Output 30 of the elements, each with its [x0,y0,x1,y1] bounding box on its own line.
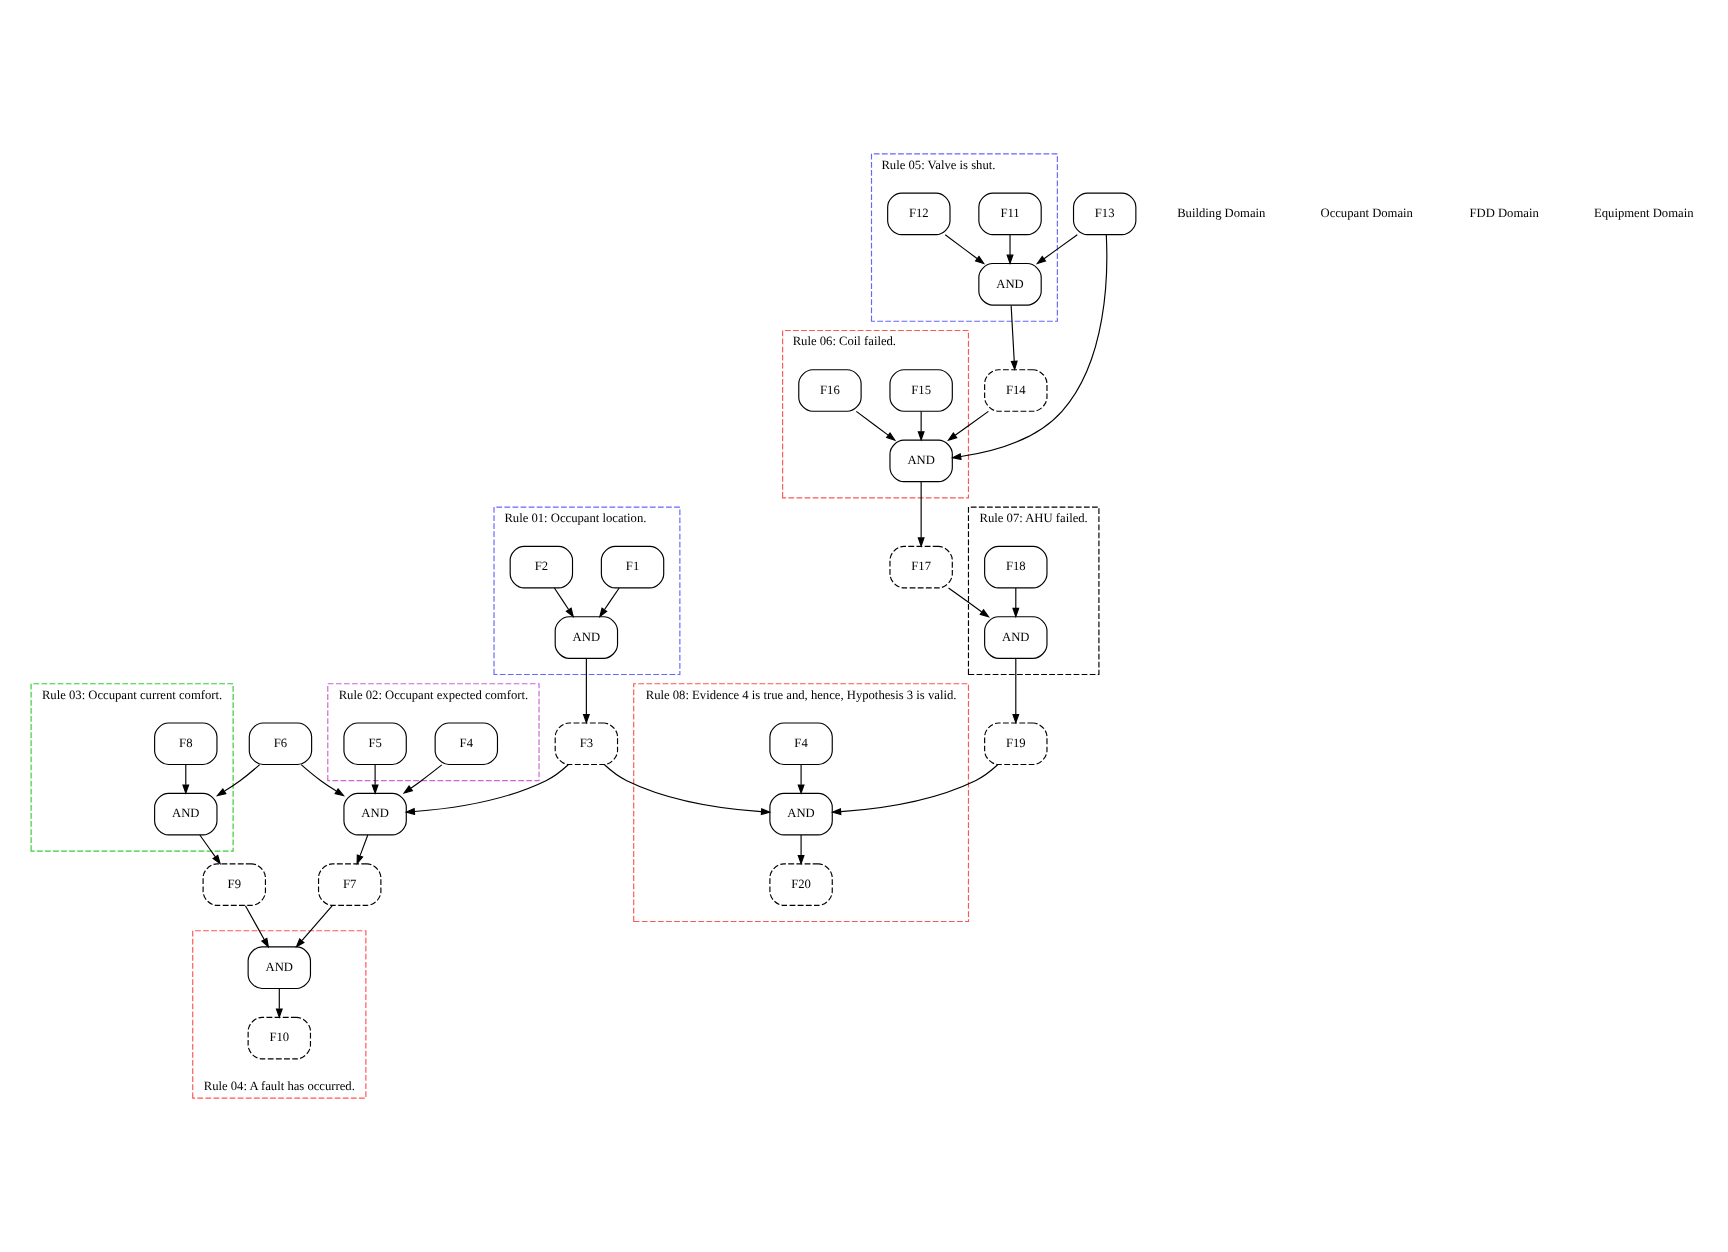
arrow [855,410,897,442]
arrow [582,658,590,725]
arrow [830,764,999,816]
arrow [199,834,222,865]
arrow [275,988,283,1019]
arrow [1006,234,1014,265]
arrow [603,764,772,816]
arrow [797,764,805,795]
arrow [947,587,990,618]
arrow [598,587,620,618]
arrow [950,234,1108,461]
arrow [300,764,345,797]
arrow [244,905,270,949]
arrow [1035,234,1078,265]
arrow [1010,304,1018,372]
arrow [947,410,989,442]
arrow [1012,658,1020,725]
arrow [917,410,925,442]
arrow [1012,587,1020,619]
arrow [553,587,575,618]
arrow [356,834,369,866]
arrow [917,481,925,548]
arrow [371,764,379,795]
arrow [404,764,569,816]
arrow [182,764,190,795]
arrow [944,234,986,265]
arrow [295,905,333,949]
arrow [402,764,443,795]
arrow [797,834,805,866]
arrow [215,764,261,797]
